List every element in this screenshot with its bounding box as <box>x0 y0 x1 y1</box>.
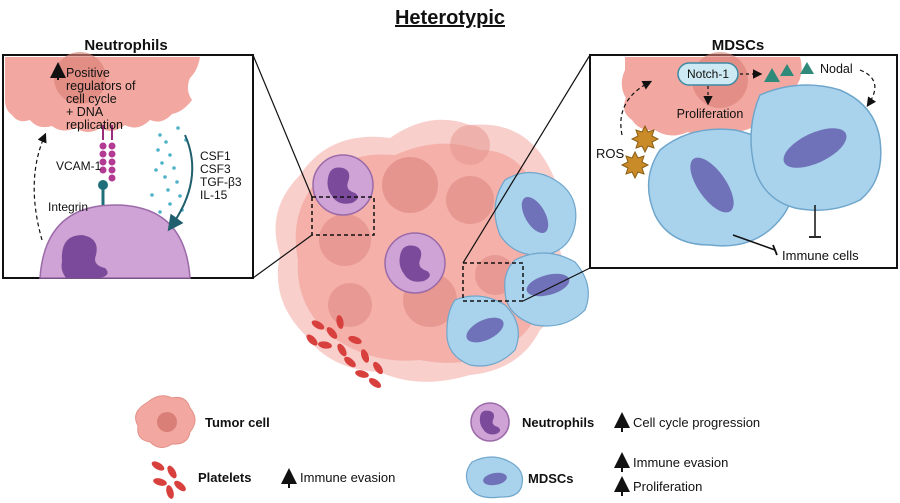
positive-regulators-line-2: regulators of <box>66 79 136 93</box>
factor-tgfb3: TGF-β3 <box>200 175 242 189</box>
positive-regulators-line-3: cell cycle <box>66 92 117 106</box>
legend-tumor-label: Tumor cell <box>205 415 270 430</box>
legend-neutrophil-icon <box>470 402 510 442</box>
central-neutrophil-top <box>312 154 374 216</box>
legend-tumor-icon <box>135 395 196 448</box>
integrin-label: Integrin <box>48 200 88 214</box>
vcam-label: VCAM-1 <box>56 159 102 173</box>
central-platelets <box>306 315 383 388</box>
zoom-box-mdsc <box>462 262 524 302</box>
legend-mdscs-effect-2: Proliferation <box>633 479 702 494</box>
legend-neutrophils-label: Neutrophils <box>522 415 594 430</box>
factor-csf3: CSF3 <box>200 162 231 176</box>
legend-neutrophils-effect: Cell cycle progression <box>633 415 760 430</box>
factor-il15: IL-15 <box>200 188 228 202</box>
zoom-box-neutrophil <box>311 196 375 236</box>
positive-regulators-line-4: + DNA <box>66 105 104 119</box>
positive-regulators-line-1: Positive <box>66 66 110 80</box>
legend-platelet-icon <box>151 461 186 499</box>
legend-platelets-effect: Immune evasion <box>300 470 395 485</box>
central-neutrophil-middle <box>384 232 446 294</box>
legend-mdsc-icon <box>465 456 524 499</box>
factor-csf1: CSF1 <box>200 149 231 163</box>
figure-title: Heterotypic <box>395 7 505 29</box>
legend-platelets-label: Platelets <box>198 470 251 485</box>
notch-receptor <box>677 62 739 86</box>
ros-particles <box>620 124 660 180</box>
immune-cells-label: Immune cells <box>782 248 859 263</box>
legend-mdscs-label: MDSCs <box>528 471 574 486</box>
neutrophil-panel-heading: Neutrophils <box>84 37 167 54</box>
nodal-label: Nodal <box>820 62 853 76</box>
legend-mdscs-effect-1: Immune evasion <box>633 455 728 470</box>
mdsc-panel-heading: MDSCs <box>712 37 765 54</box>
proliferation-label: Proliferation <box>677 107 744 121</box>
positive-regulators-line-5: replication <box>66 118 123 132</box>
neutrophil-panel <box>2 52 254 279</box>
ros-label: ROS <box>596 146 625 161</box>
zoom-connectors <box>252 54 591 302</box>
mdsc-panel <box>589 52 898 269</box>
notch-label: Notch-1 <box>687 67 729 81</box>
